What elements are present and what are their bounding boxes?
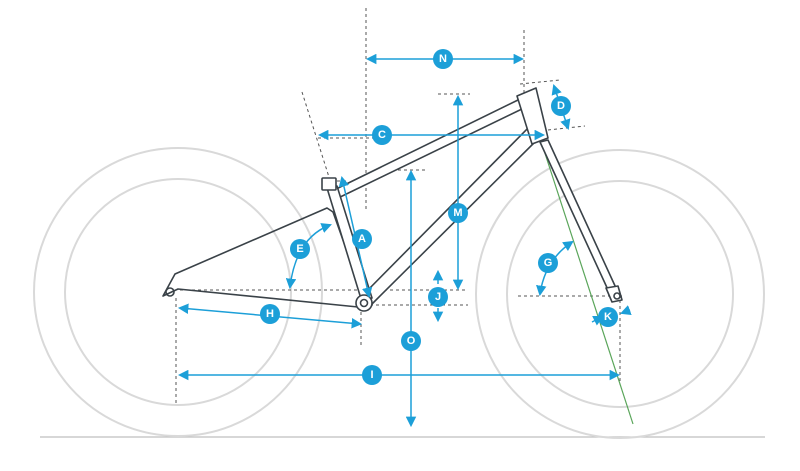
rear-wheel (33, 147, 323, 437)
svg-text:I: I (370, 369, 373, 381)
svg-text:C: C (378, 129, 386, 141)
label-c: C (372, 125, 392, 145)
front-wheel (475, 149, 765, 439)
label-o: O (401, 331, 421, 351)
dimension-labels: N C D M A E G J H K O I (260, 49, 618, 385)
svg-text:E: E (296, 243, 303, 255)
svg-text:N: N (439, 53, 447, 65)
svg-text:O: O (407, 335, 416, 347)
svg-text:M: M (453, 207, 462, 219)
label-h: H (260, 304, 280, 324)
svg-text:J: J (435, 291, 441, 303)
measurement-arrows (177, 53, 632, 428)
label-a: A (352, 229, 372, 249)
label-d: D (551, 96, 571, 116)
label-j: J (428, 287, 448, 307)
svg-text:A: A (358, 233, 366, 245)
svg-text:H: H (266, 308, 274, 320)
svg-text:G: G (544, 257, 553, 269)
label-n: N (433, 49, 453, 69)
label-i: I (362, 365, 382, 385)
label-g: G (538, 253, 558, 273)
svg-text:D: D (557, 100, 565, 112)
label-k: K (598, 307, 618, 327)
guide-lines (175, 8, 622, 405)
dimension-k-arrow-right (620, 305, 632, 315)
label-e: E (290, 239, 310, 259)
label-m: M (448, 203, 468, 223)
bike-frame (162, 87, 623, 312)
svg-text:K: K (604, 311, 612, 323)
